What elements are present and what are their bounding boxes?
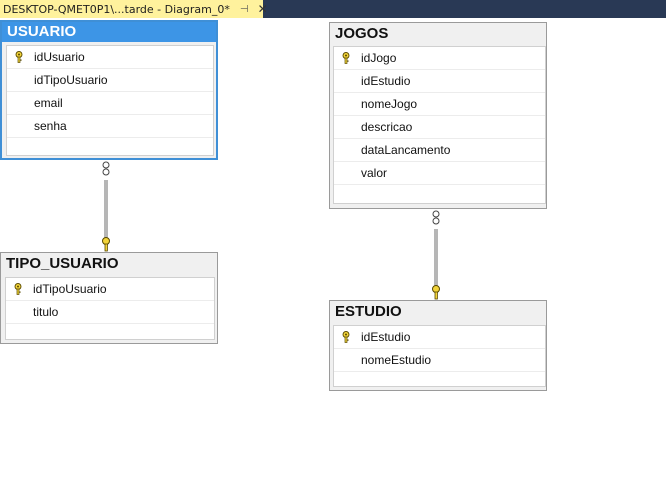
column-row[interactable]: idUsuario: [7, 46, 213, 69]
column-row[interactable]: titulo: [6, 301, 214, 324]
column-name: idJogo: [361, 51, 397, 65]
primary-key-icon: [334, 52, 358, 64]
primary-key-icon: [334, 331, 358, 343]
column-name: idUsuario: [34, 50, 85, 64]
relationship-usuario-tipo-usuario[interactable]: [98, 160, 118, 255]
table-jogos[interactable]: JOGOS idJogo idEstudio nomeJogo descricao da…: [329, 22, 547, 209]
column-row[interactable]: idEstudio: [334, 326, 545, 349]
close-icon[interactable]: ✕: [257, 2, 268, 16]
many-end-icon: [102, 161, 110, 176]
primary-key-icon: [6, 283, 30, 295]
column-row[interactable]: idTipoUsuario: [6, 278, 214, 301]
table-usuario-title: USUARIO: [2, 22, 216, 42]
table-tipo-usuario[interactable]: TIPO_USUARIO idTipoUsuario titulo: [0, 252, 218, 344]
table-estudio-title: ESTUDIO: [335, 303, 402, 320]
key-end-icon: [432, 285, 440, 300]
column-row[interactable]: senha: [7, 115, 213, 138]
column-name: senha: [34, 119, 67, 133]
column-row[interactable]: valor: [334, 162, 545, 185]
table-jogos-title: JOGOS: [335, 25, 389, 42]
table-usuario[interactable]: USUARIO idUsuario idTipoUsuario email senha: [0, 20, 218, 160]
diagram-tab[interactable]: DESKTOP-QMET0P1\...tarde - Diagram_0* ⊣ …: [0, 0, 268, 18]
column-name: idEstudio: [361, 74, 411, 88]
column-name: valor: [361, 166, 388, 180]
many-end-icon: [432, 210, 440, 225]
table-tipo-usuario-title: TIPO_USUARIO: [6, 255, 119, 272]
column-name: idTipoUsuario: [34, 73, 108, 87]
column-row[interactable]: nomeEstudio: [334, 349, 545, 372]
pin-icon[interactable]: ⊣: [239, 3, 249, 15]
primary-key-icon: [7, 51, 31, 63]
relationship-jogos-estudio[interactable]: [428, 209, 448, 303]
table-tipo-usuario-columns: idTipoUsuario titulo: [5, 277, 215, 340]
column-row[interactable]: email: [7, 92, 213, 115]
column-row[interactable]: dataLancamento: [334, 139, 545, 162]
column-row[interactable]: idEstudio: [334, 70, 545, 93]
column-name: nomeEstudio: [361, 353, 432, 367]
column-name: titulo: [33, 305, 59, 319]
table-estudio[interactable]: ESTUDIO idEstudio nomeEstudio: [329, 300, 547, 391]
column-name: idEstudio: [361, 330, 411, 344]
column-name: dataLancamento: [361, 143, 451, 157]
column-row[interactable]: idJogo: [334, 47, 545, 70]
table-usuario-columns: idUsuario idTipoUsuario email senha: [6, 45, 214, 156]
table-estudio-columns: idEstudio nomeEstudio: [333, 325, 546, 387]
column-row[interactable]: idTipoUsuario: [7, 69, 213, 92]
key-end-icon: [102, 237, 110, 252]
diagram-tab-title: DESKTOP-QMET0P1\...tarde - Diagram_0*: [3, 2, 230, 16]
column-name: email: [34, 96, 63, 110]
column-row[interactable]: nomeJogo: [334, 93, 545, 116]
table-jogos-columns: idJogo idEstudio nomeJogo descricao dataLanc…: [333, 46, 546, 204]
column-name: nomeJogo: [361, 97, 418, 111]
column-row[interactable]: descricao: [334, 116, 545, 139]
column-name: idTipoUsuario: [33, 282, 107, 296]
column-name: descricao: [361, 120, 413, 134]
